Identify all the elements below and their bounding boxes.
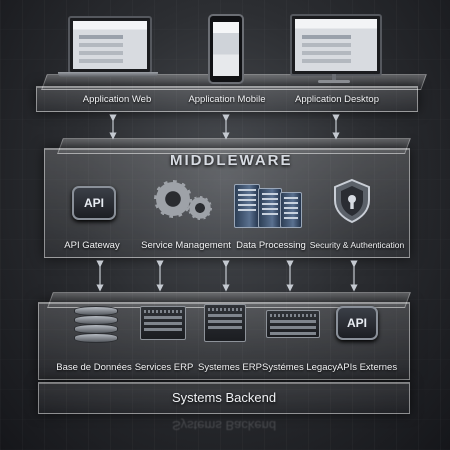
middleware-label-security: Security & Authentication xyxy=(309,240,405,250)
client-label-desktop: Application Desktop xyxy=(295,94,379,105)
external-api-icon: API xyxy=(336,306,378,340)
erp-services-rack-icon xyxy=(140,306,186,340)
middleware-title: MIDDLEWARE xyxy=(170,152,293,169)
api-gateway-icon: API xyxy=(72,186,116,220)
middleware-label-api-gateway: API Gateway xyxy=(64,240,120,251)
client-label-web: Application Web xyxy=(82,94,152,105)
client-layer xyxy=(36,86,418,112)
middleware-label-service-management: Service Management xyxy=(141,240,231,251)
backend-label-erp-systems: Systemes ERP xyxy=(198,362,262,373)
backend-title: Systems Backend xyxy=(172,390,277,405)
phone-icon xyxy=(208,14,244,84)
backend-label-external-apis: APIs Externes xyxy=(336,362,398,373)
middleware-label-data-processing: Data Processing xyxy=(236,240,306,251)
client-label-mobile: Application Mobile xyxy=(188,94,266,105)
erp-systems-rack-icon xyxy=(204,304,246,342)
backend-label-erp-services: Services ERP xyxy=(134,362,194,373)
backend-label-legacy: Systémes Legacy xyxy=(262,362,337,373)
security-shield-icon xyxy=(334,178,370,224)
backend-label-database: Base de Données xyxy=(56,362,132,373)
backend-title-bar xyxy=(38,382,410,414)
legacy-systems-rack-icon xyxy=(266,310,320,338)
